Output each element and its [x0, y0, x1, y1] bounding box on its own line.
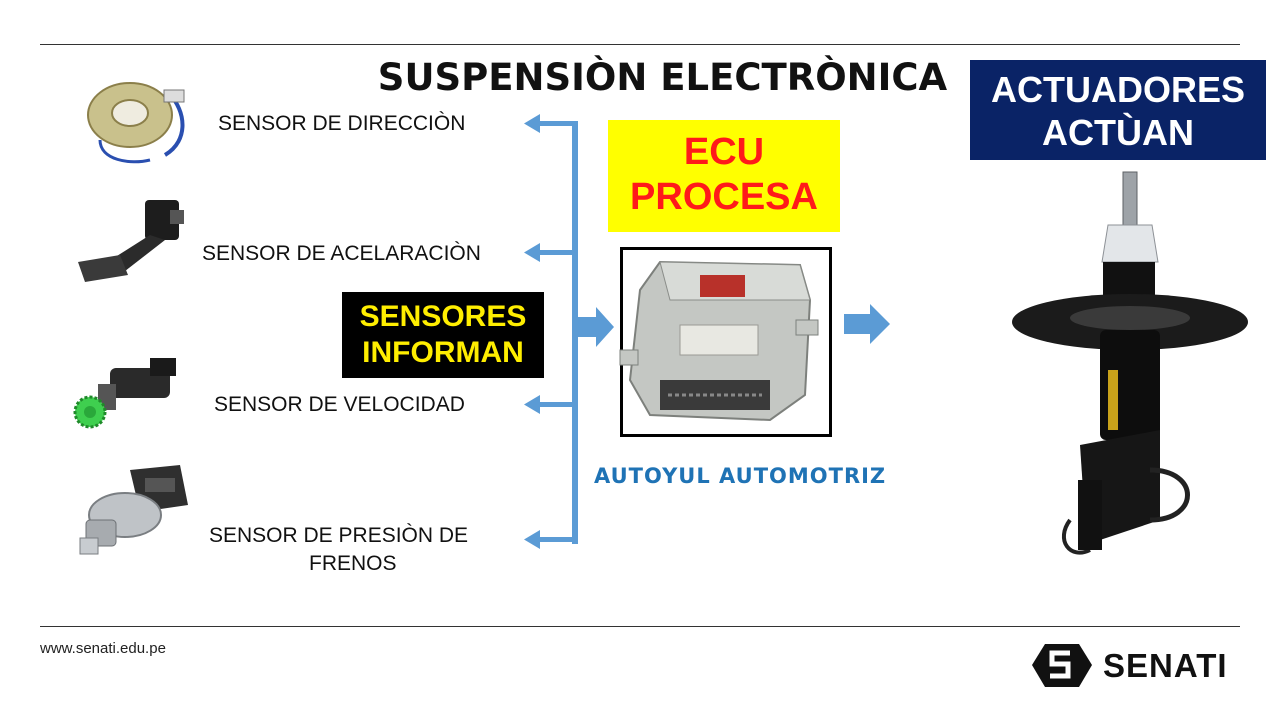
- top-divider: [40, 44, 1240, 45]
- actuators-box-line2: ACTÙAN: [1042, 112, 1194, 153]
- speed-sensor-icon: [73, 358, 176, 429]
- sensor-label-aceleracion: SENSOR DE ACELARACIÒN: [202, 242, 481, 265]
- sensors-inform-box: SENSORES INFORMAN: [342, 292, 544, 378]
- arrow-to-actuator: [844, 304, 890, 344]
- senati-logo-text: SENATI: [1103, 647, 1228, 684]
- ecu-module-icon: [619, 260, 819, 422]
- arrow-head-presion: [524, 530, 540, 549]
- arrow-head-aceleracion: [524, 243, 540, 262]
- ecu-box-line1: ECU: [683, 131, 765, 173]
- shock-absorber-icon: [1012, 171, 1248, 555]
- ecu-process-box: ECU PROCESA: [608, 120, 840, 232]
- bottom-divider: [40, 626, 1240, 627]
- senati-logo-icon: [1032, 644, 1092, 687]
- accelerator-pedal-icon: [78, 200, 184, 282]
- arrow-line-velocidad: [538, 402, 578, 407]
- actuators-act-box: ACTUADORES ACTÙAN: [970, 60, 1266, 160]
- vertical-bus-line: [572, 121, 578, 544]
- brake-pressure-sensor-icon: [79, 465, 188, 555]
- sensor-label-velocidad: SENSOR DE VELOCIDAD: [214, 393, 465, 416]
- brand-label: AUTOYUL AUTOMOTRIZ: [594, 464, 887, 488]
- slide-title: SUSPENSIÒN ELECTRÒNICA: [377, 56, 948, 99]
- website-link[interactable]: www.senati.edu.pe: [40, 640, 166, 657]
- arrow-line-direccion: [538, 121, 578, 126]
- actuators-box-line1: ACTUADORES: [990, 69, 1245, 110]
- arrow-line-presion: [538, 537, 578, 542]
- sensor-label-presion-line2: FRENOS: [309, 552, 397, 575]
- arrow-head-velocidad: [524, 395, 540, 414]
- arrow-line-aceleracion: [538, 250, 578, 255]
- sensor-label-presion-line1: SENSOR DE PRESIÒN DE: [209, 524, 469, 547]
- sensors-box-line1: SENSORES: [359, 300, 527, 333]
- arrow-head-direccion: [524, 114, 540, 133]
- arrow-to-ecu: [578, 307, 614, 347]
- ecu-box-line2: PROCESA: [630, 176, 818, 218]
- steering-angle-sensor-icon: [87, 82, 185, 164]
- sensor-label-direccion: SENSOR DE DIRECCIÒN: [218, 112, 466, 135]
- sensors-box-line2: INFORMAN: [362, 336, 524, 369]
